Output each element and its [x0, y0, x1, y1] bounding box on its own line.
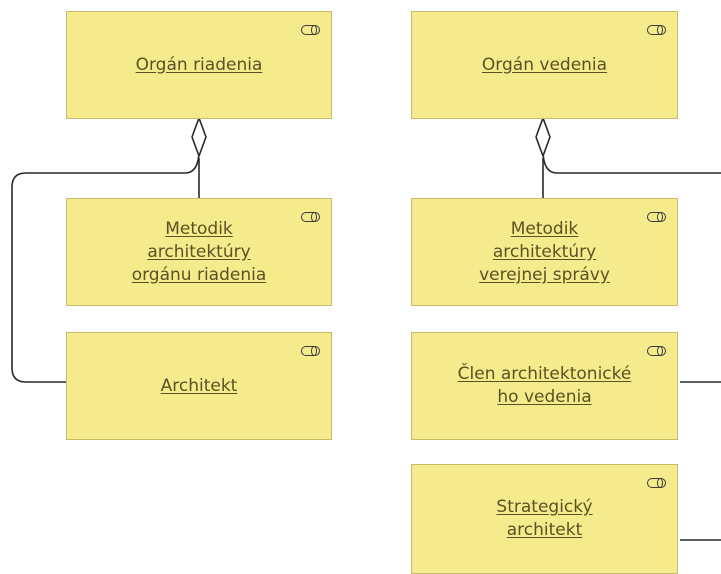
node-label: Metodik architektúry verejnej správy	[479, 218, 610, 285]
node-label: Metodik architektúry orgánu riadenia	[131, 218, 267, 285]
node-architekt[interactable]: Architekt	[66, 332, 332, 440]
business-role-icon	[301, 24, 320, 35]
aggregation-line-to-clen-and-strategicky	[542, 149, 721, 174]
business-role-icon	[647, 477, 666, 488]
business-role-icon	[647, 24, 666, 35]
node-strategicky-architekt[interactable]: Strategický architekt	[411, 464, 678, 574]
business-role-icon	[647, 211, 666, 222]
business-role-icon	[301, 345, 320, 356]
node-organ-vedenia[interactable]: Orgán vedenia	[411, 11, 678, 119]
node-label: Člen architektonické ho vedenia	[457, 364, 632, 407]
node-metodik-architektury-verejnej-spravy[interactable]: Metodik architektúry verejnej správy	[411, 198, 678, 306]
aggregation-diamond-right	[535, 117, 551, 157]
node-label: Strategický architekt	[496, 497, 593, 540]
node-label: Architekt	[160, 375, 238, 396]
node-organ-riadenia[interactable]: Orgán riadenia	[66, 11, 332, 119]
node-clen-architektonickeho-vedenia[interactable]: Člen architektonické ho vedenia	[411, 332, 678, 440]
aggregation-line-to-architekt	[11, 149, 200, 383]
business-role-icon	[647, 345, 666, 356]
node-label: Orgán vedenia	[481, 54, 608, 75]
aggregation-diamond-left	[191, 117, 207, 157]
node-metodik-architektury-organu-riadenia[interactable]: Metodik architektúry orgánu riadenia	[66, 198, 332, 306]
business-role-icon	[301, 211, 320, 222]
node-label: Orgán riadenia	[135, 54, 263, 75]
